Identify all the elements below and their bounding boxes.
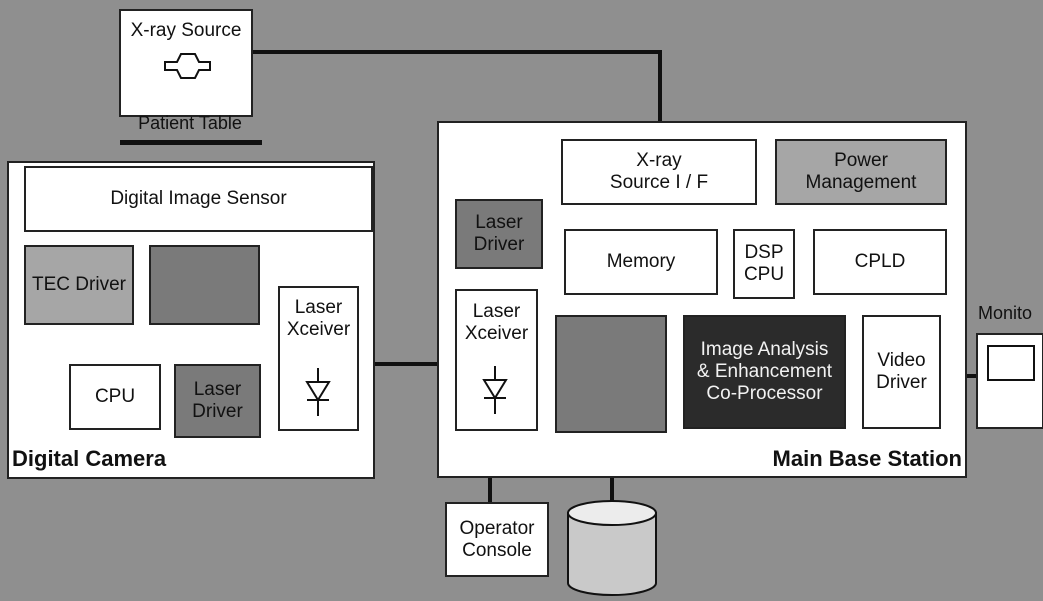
digital-image-sensor-label: Digital Image Sensor [110,188,287,210]
xray-source-label: X-ray Source [130,20,242,42]
image-coprocessor-box [683,315,846,429]
power-management-label: Power Management [805,150,917,193]
camera-laser-driver-box [174,364,261,438]
base-hub-block [555,315,667,433]
main-base-station-title: Main Base Station [772,446,962,472]
camera-cpu-box [69,364,161,430]
power-management-box [775,139,947,205]
operator-console-label: Operator Console [459,517,535,561]
xray-source-if-box [561,139,757,205]
dsp-cpu-box [733,229,795,299]
digital-camera-title: Digital Camera [12,446,167,472]
camera-processing-block [149,245,260,325]
base-laser-driver-label: Laser Driver [473,212,525,255]
patient-table-label: Patient Table [138,112,242,133]
camera-diode-icon [305,368,331,416]
xray-tube-icon [164,53,211,79]
base-diode-icon [482,366,508,414]
camera-laser-driver-label: Laser Driver [192,379,243,422]
digital-image-sensor-box [24,166,373,232]
dsp-cpu-label: DSP CPU [743,242,785,285]
cpld-label: CPLD [854,251,906,273]
image-coprocessor-label: Image Analysis & Enhancement Co-Processo… [696,339,833,404]
base-laser-xceiver-label: Laser Xceiver [464,301,529,344]
camera-laser-xceiver-label: Laser Xceiver [286,297,351,340]
tec-driver-box [24,245,134,325]
xray-link-line [252,50,662,140]
camera-cpu-label: CPU [94,386,136,408]
memory-label: Memory [606,251,676,273]
monitor-label: Monito [978,302,1033,323]
tec-driver-label: TEC Driver [32,274,126,296]
operator-console-box [445,502,549,577]
patient-table-bar [120,140,262,145]
xray-source-if-label: X-ray Source I / F [609,150,709,193]
storage-cylinder-icon [567,500,657,596]
memory-box [564,229,718,295]
base-laser-xceiver-box [455,289,538,431]
video-driver-label: Video Driver [876,350,927,393]
base-laser-driver-box [455,199,543,269]
monitor-screen-icon [987,345,1035,381]
video-driver-box [862,315,941,429]
cpld-box [813,229,947,295]
